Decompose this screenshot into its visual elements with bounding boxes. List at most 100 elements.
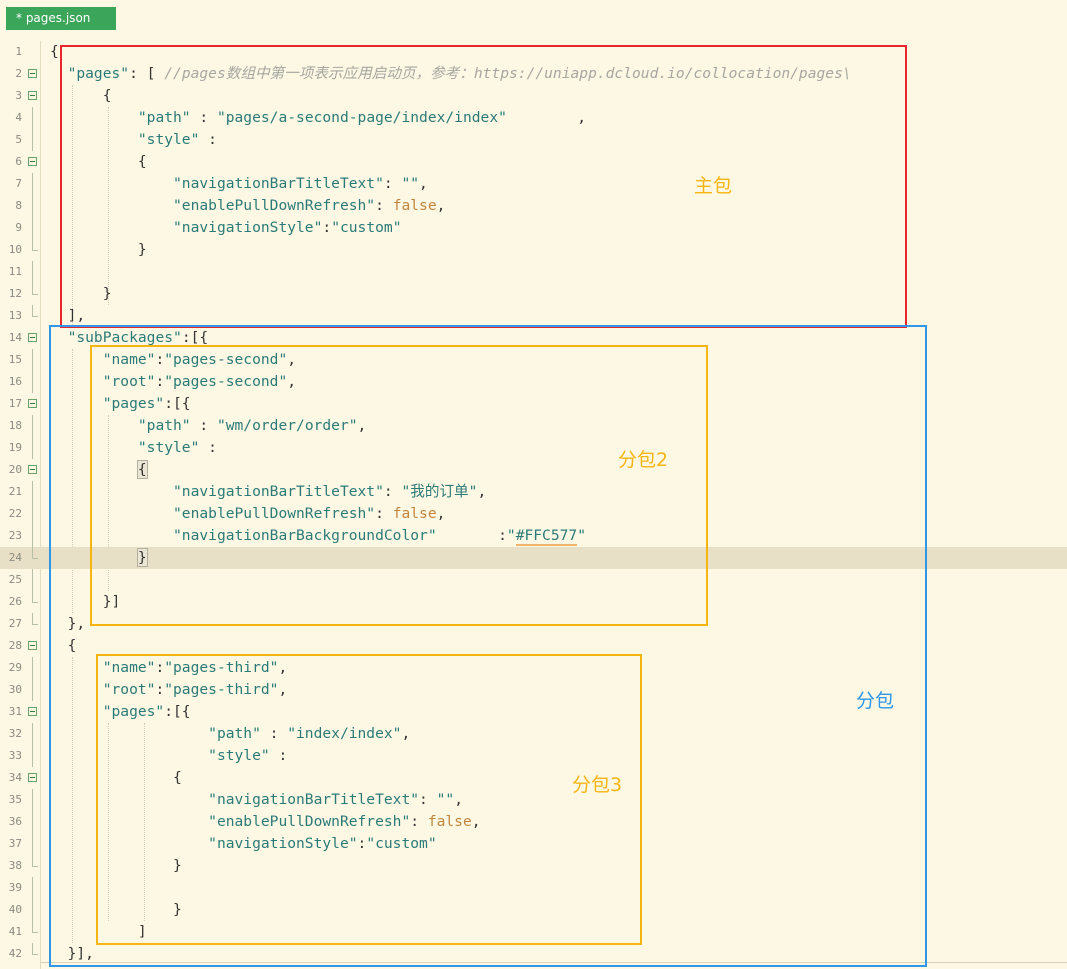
code-line[interactable]: 20 { [0,459,1067,481]
fold-range-marker [32,173,33,195]
code-line[interactable]: 40 } [0,899,1067,921]
code-line[interactable]: 41 ] [0,921,1067,943]
string-token: "pages-third" [164,681,279,698]
line-number: 17 [8,397,22,410]
code-line[interactable]: 23 "navigationBarBackgroundColor" :"#FFC… [0,525,1067,547]
code-line[interactable]: 30 "root":"pages-third", [0,679,1067,701]
code-text: { [50,459,148,481]
code-text: "navigationStyle":"custom" [50,833,436,855]
line-number: 21 [8,485,22,498]
punctuation-token [50,439,138,456]
code-line[interactable]: 8 "enablePullDownRefresh": false, [0,195,1067,217]
code-line[interactable]: 6 { [0,151,1067,173]
code-line[interactable]: 39 [0,877,1067,899]
code-line[interactable]: 15 "name":"pages-second", [0,349,1067,371]
punctuation-token [50,417,138,434]
punctuation-token: , [287,373,297,390]
editor-bottom-edge [40,962,1067,963]
code-line[interactable]: 29 "name":"pages-third", [0,657,1067,679]
code-line[interactable]: 18 "path" : "wm/order/order", [0,415,1067,437]
code-line[interactable]: 14 "subPackages":[{ [0,327,1067,349]
code-line[interactable]: 4 "path" : "pages/a-second-page/index/in… [0,107,1067,129]
code-text: "path" : "wm/order/order", [50,415,366,437]
string-token: "index/index" [287,725,402,742]
punctuation-token [50,505,173,522]
color-value: #FFC577 [515,527,578,546]
punctuation-token [50,329,68,346]
punctuation-token: }], [50,945,94,962]
string-token: "custom" [331,219,402,236]
code-line[interactable]: 37 "navigationStyle":"custom" [0,833,1067,855]
punctuation-token: { [50,637,77,654]
indent-guide [108,415,109,591]
indent-guide [108,107,109,305]
key-token: "navigationBarTitleText" [208,791,420,808]
code-line[interactable]: 1{ [0,41,1067,63]
code-line[interactable]: 17 "pages":[{ [0,393,1067,415]
code-line[interactable]: 42 }], [0,943,1067,965]
code-text: }, [50,613,86,635]
string-token: "pages-second" [164,373,288,390]
fold-range-marker [32,877,33,899]
code-line[interactable]: 28 { [0,635,1067,657]
fold-toggle-icon[interactable] [28,773,37,782]
punctuation-token [50,175,173,192]
punctuation-token: : [199,439,217,456]
code-line[interactable]: 25 [0,569,1067,591]
fold-toggle-icon[interactable] [28,69,37,78]
code-line[interactable]: 36 "enablePullDownRefresh": false, [0,811,1067,833]
code-line[interactable]: 3 { [0,85,1067,107]
fold-end-marker [32,855,38,867]
fold-toggle-icon[interactable] [28,91,37,100]
subpackage-2-label: 分包2 [618,449,669,471]
code-line[interactable]: 16 "root":"pages-second", [0,371,1067,393]
code-line[interactable]: 31 "pages":[{ [0,701,1067,723]
code-line[interactable]: 2 "pages": [ //pages数组中第一项表示应用启动页，参考：htt… [0,63,1067,85]
code-text: "name":"pages-second", [50,349,296,371]
fold-toggle-icon[interactable] [28,465,37,474]
line-number: 10 [8,243,22,256]
punctuation-token: : [ [129,65,165,82]
line-number: 38 [8,859,22,872]
key-token: "name" [102,659,156,676]
code-line[interactable]: 9 "navigationStyle":"custom" [0,217,1067,239]
code-line[interactable]: 24 } [0,547,1067,569]
string-token: " [401,483,411,500]
key-token: "navigationStyle" [173,219,323,236]
string-token: "" [436,791,455,808]
code-line[interactable]: 33 "style" : [0,745,1067,767]
code-line[interactable]: 27 }, [0,613,1067,635]
code-line[interactable]: 10 } [0,239,1067,261]
code-line[interactable]: 13 ], [0,305,1067,327]
code-line[interactable]: 26 }] [0,591,1067,613]
code-text: "navigationBarTitleText": "", [50,789,463,811]
code-text: "pages":[{ [50,701,191,723]
code-line[interactable]: 11 [0,261,1067,283]
code-text: }], [50,943,94,965]
code-line[interactable]: 12 } [0,283,1067,305]
line-number: 37 [8,837,22,850]
fold-toggle-icon[interactable] [28,707,37,716]
code-line[interactable]: 21 "navigationBarTitleText": "我的订单", [0,481,1067,503]
code-editor[interactable]: 1{2 "pages": [ //pages数组中第一项表示应用启动页，参考：h… [0,41,1067,969]
code-text: "name":"pages-third", [50,657,288,679]
code-line[interactable]: 5 "style" : [0,129,1067,151]
tab-pages-json[interactable]: * pages.json [6,7,116,30]
fold-range-marker [32,569,33,591]
fold-toggle-icon[interactable] [28,399,37,408]
line-number: 8 [15,199,22,212]
code-line[interactable]: 22 "enablePullDownRefresh": false, [0,503,1067,525]
code-line[interactable]: 35 "navigationBarTitleText": "", [0,789,1067,811]
fold-toggle-icon[interactable] [28,641,37,650]
code-line[interactable]: 38 } [0,855,1067,877]
string-token: 我的订单 [410,483,469,500]
code-line[interactable]: 34 { [0,767,1067,789]
code-line[interactable]: 32 "path" : "index/index", [0,723,1067,745]
code-line[interactable]: 7 "navigationBarTitleText": "", [0,173,1067,195]
key-token: "root" [102,373,156,390]
code-line[interactable]: 19 "style" : [0,437,1067,459]
fold-toggle-icon[interactable] [28,157,37,166]
line-number: 16 [8,375,22,388]
fold-toggle-icon[interactable] [28,333,37,342]
punctuation-token [50,373,103,390]
